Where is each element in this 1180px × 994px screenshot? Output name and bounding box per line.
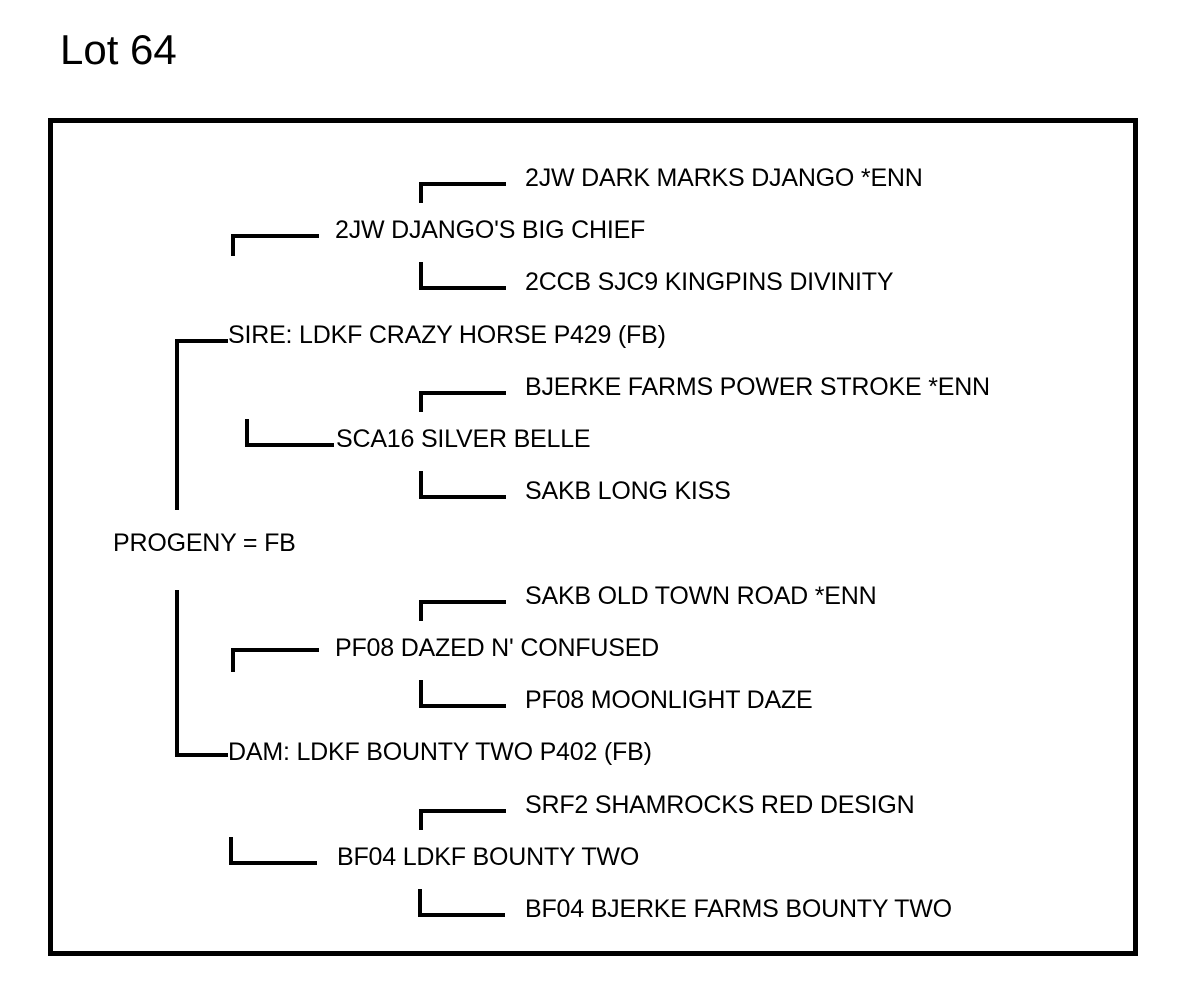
connector-sire-sire-dam-vstub [419,262,423,290]
connector-dam-stub [175,753,228,757]
connector-sire-dam-vstub [245,419,249,447]
node-dam-sire-dam-label: PF08 MOONLIGHT DAZE [525,686,813,714]
connector-sire-dam-hline [245,443,334,447]
connector-dam-dam-sire-vstub [419,809,423,830]
connector-dam-sire-vstub [231,648,235,672]
connector-dam-sire-dam-hline [419,704,506,708]
node-dam-dam-dam-label: BF04 BJERKE FARMS BOUNTY TWO [525,895,952,923]
node-sire-sire-label: 2JW DJANGO'S BIG CHIEF [335,216,646,244]
connector-sire-sire-vstub [231,234,235,256]
connector-dam-dam-dam-vstub [418,889,422,917]
connector-sire-sire-dam-hline [419,286,506,290]
lot-title: Lot 64 [60,26,177,73]
connector-dam-dam-hline [229,861,317,865]
connector-dam-sire-sire-vstub [419,600,423,621]
connector-sire-sire-sire-hline [419,182,506,186]
connector-sire-dam-dam-vstub [419,471,423,499]
node-sire-dam-sire-label: BJERKE FARMS POWER STROKE *ENN [525,373,990,401]
node-sire-label: SIRE: LDKF CRAZY HORSE P429 (FB) [228,321,666,349]
connector-dam-sire-hline [231,648,319,652]
node-dam-dam-sire-label: SRF2 SHAMROCKS RED DESIGN [525,791,915,819]
connector-sire-dam-dam-hline [419,495,506,499]
connector-dam-dam-sire-hline [419,809,506,813]
connector-sire-sire-hline [231,234,319,238]
connector-main-vertical-lower [175,590,179,757]
connector-sire-dam-sire-vstub [419,391,423,412]
connector-dam-sire-dam-vstub [419,680,423,708]
node-progeny-label: PROGENY = FB [113,529,296,557]
node-sire-sire-dam-label: 2CCB SJC9 KINGPINS DIVINITY [525,268,894,296]
node-dam-label: DAM: LDKF BOUNTY TWO P402 (FB) [228,738,652,766]
node-dam-sire-sire-label: SAKB OLD TOWN ROAD *ENN [525,582,877,610]
node-dam-dam-label: BF04 LDKF BOUNTY TWO [337,843,640,871]
connector-dam-sire-sire-hline [419,600,506,604]
pedigree-frame [48,118,1138,956]
node-sire-dam-dam-label: SAKB LONG KISS [525,477,731,505]
connector-sire-sire-sire-vstub [419,182,423,203]
connector-dam-dam-vstub [229,837,233,865]
node-sire-dam-label: SCA16 SILVER BELLE [336,425,591,453]
node-dam-sire-label: PF08 DAZED N' CONFUSED [335,634,660,662]
connector-dam-dam-dam-hline [418,913,505,917]
node-sire-sire-sire-label: 2JW DARK MARKS DJANGO *ENN [525,164,923,192]
connector-sire-dam-sire-hline [419,391,506,395]
connector-main-vertical-upper [175,339,179,510]
connector-sire-stub [175,339,228,343]
